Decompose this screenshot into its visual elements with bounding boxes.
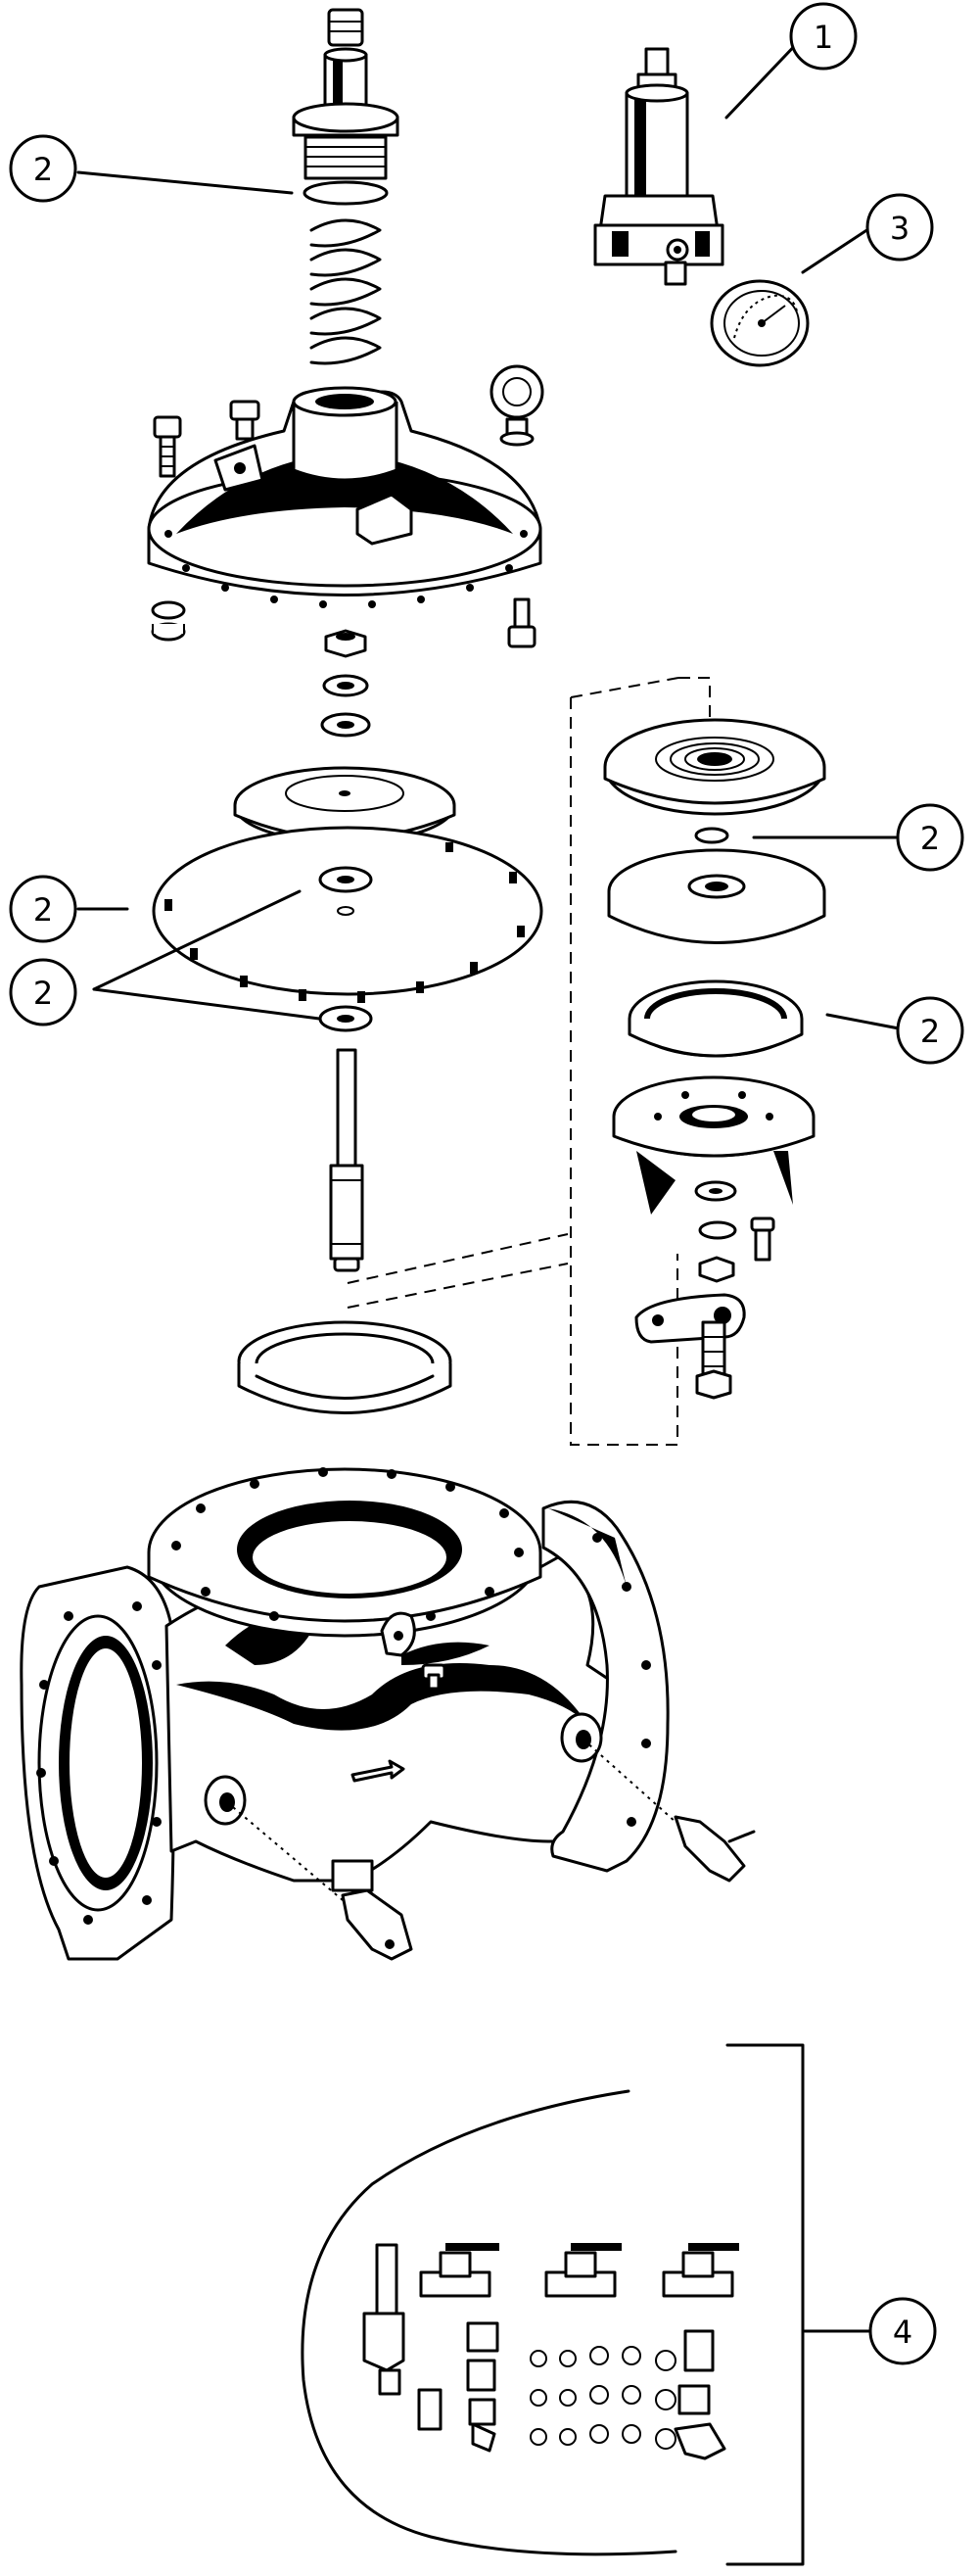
pilot-valve [593, 47, 724, 286]
bolt-left-top [153, 415, 182, 478]
bolt-right-bottom [507, 597, 536, 648]
disc-guide [612, 1075, 816, 1215]
callout-2-seat-ring-label: 2 [920, 1013, 940, 1050]
callout-2-spring: 2 [9, 134, 77, 203]
seat-disc-ring [628, 979, 804, 1058]
bonnet [147, 386, 542, 608]
small-o-ring [694, 827, 729, 844]
elbow-fitting-left-1 [417, 2321, 499, 2453]
callout-4-label: 4 [893, 2314, 912, 2351]
drain-valve-left [226, 1801, 413, 1961]
callout-2-diaphragm-label: 2 [33, 891, 53, 929]
fittings-kit [362, 2243, 739, 2460]
callout-1: 1 [789, 2, 858, 71]
callout-2-spring-label: 2 [33, 151, 53, 188]
center-washer-1 [322, 674, 369, 697]
drain-valve-right [583, 1739, 756, 1883]
nuts-grid [530, 2346, 676, 2450]
callout-3-label: 3 [890, 210, 909, 247]
leader-lines [76, 35, 901, 2333]
small-screw [750, 1216, 775, 1262]
diaphragm-washer-bottom [318, 1005, 373, 1032]
disc-retainer [607, 848, 826, 944]
seat-ring [237, 1320, 452, 1414]
spring-housing-cap [292, 47, 399, 180]
center-washer-2 [320, 712, 371, 738]
callout-2-diaphragm: 2 [9, 875, 77, 943]
hex-bolt [695, 1320, 732, 1400]
plug-body [421, 1663, 446, 1691]
lifting-eye-bolt [490, 364, 544, 447]
ball-valve-2 [544, 2243, 622, 2298]
valve-body [20, 1467, 670, 1961]
disc-spiral [603, 718, 826, 816]
adjusting-screw [327, 8, 364, 47]
o-ring-top [303, 180, 389, 206]
lock-washer [698, 1220, 737, 1240]
valve-stem [329, 1048, 364, 1272]
ball-valve-1 [419, 2243, 499, 2298]
small-washer-1 [694, 1180, 737, 1202]
tubing-coil [301, 2089, 677, 2556]
callout-3: 3 [865, 193, 934, 262]
diaphragm [152, 826, 543, 1003]
ball-valve-3 [662, 2243, 739, 2298]
callout-2-washers-label: 2 [33, 975, 53, 1012]
lock-tab [634, 1293, 746, 1344]
small-nut [698, 1256, 735, 1283]
fittings-right [674, 2329, 726, 2460]
pressure-gauge [710, 279, 810, 367]
kit-bracket [725, 2043, 805, 2566]
callout-2-seat-ring: 2 [896, 996, 964, 1065]
angle-valve [362, 2243, 405, 2396]
callout-2-o-ring-label: 2 [920, 820, 940, 857]
callout-4: 4 [868, 2297, 937, 2365]
callout-1-label: 1 [814, 19, 833, 56]
callout-2-washers: 2 [9, 958, 77, 1026]
compression-spring [309, 218, 382, 365]
nut-left-bottom [151, 600, 186, 642]
center-nut [324, 629, 367, 658]
plug-screw [229, 400, 260, 441]
callout-2-o-ring: 2 [896, 803, 964, 872]
diaphragm-washer-top [318, 866, 373, 916]
